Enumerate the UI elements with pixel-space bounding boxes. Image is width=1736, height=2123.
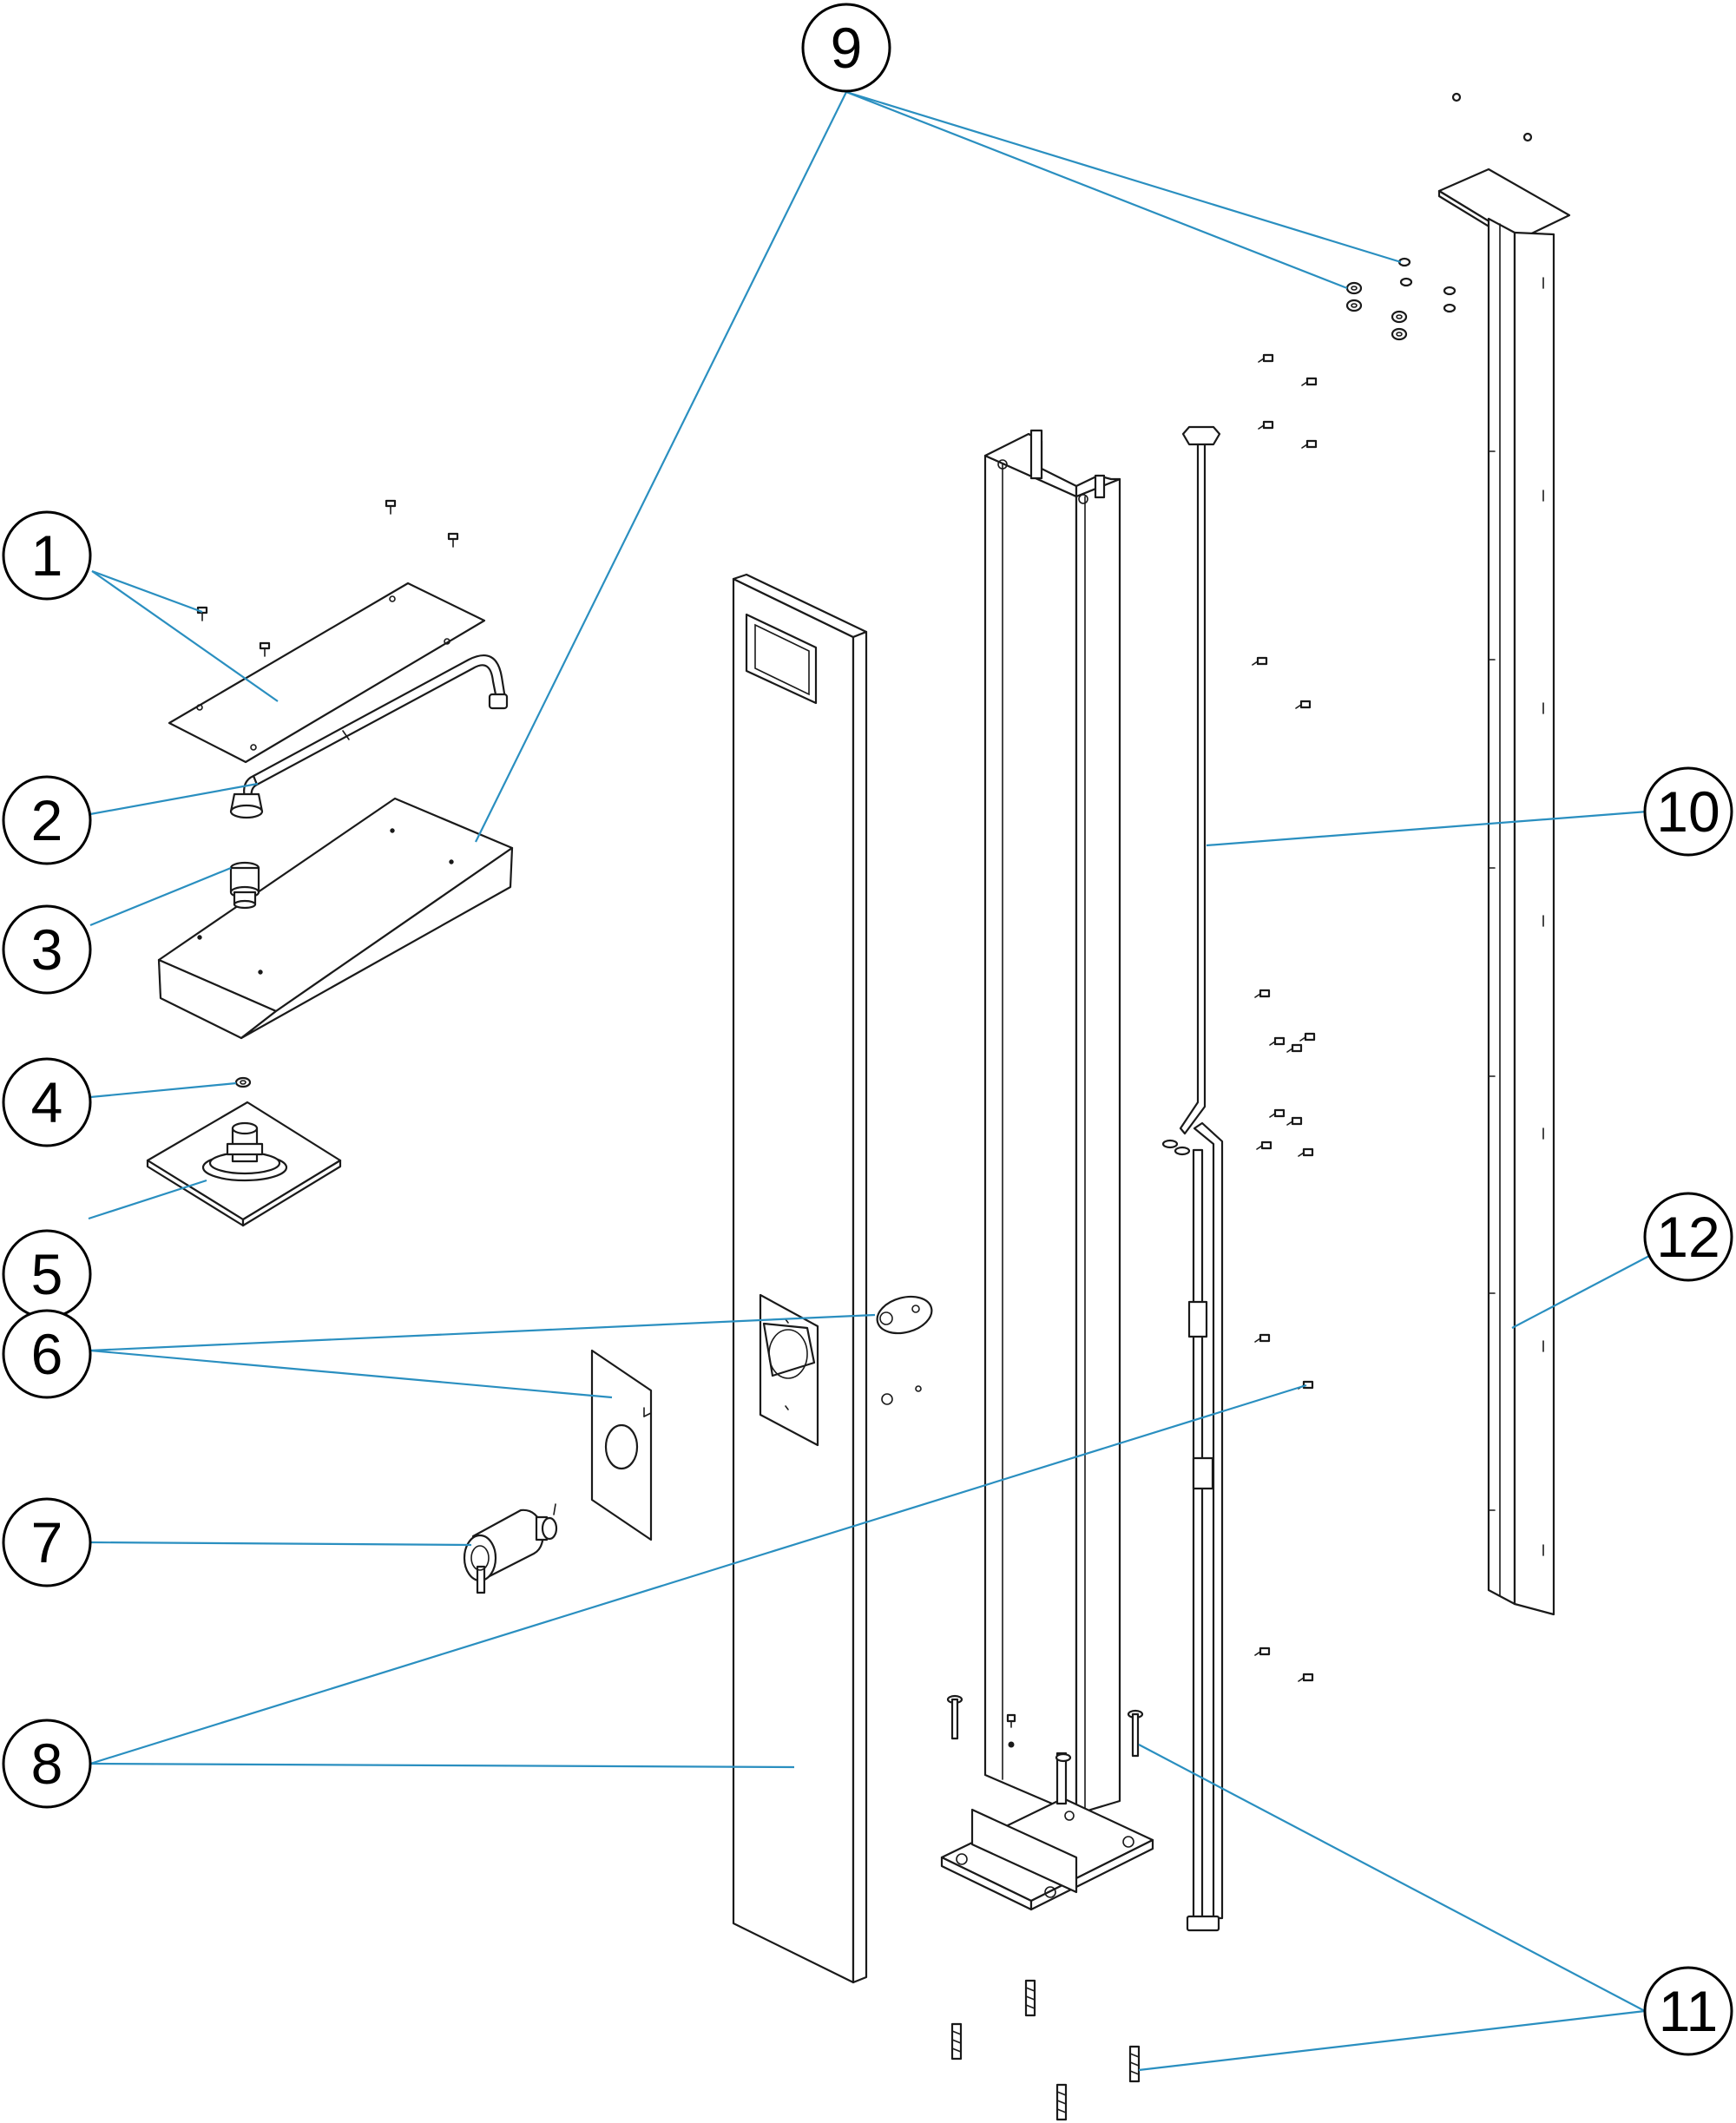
part-mixer-valve	[463, 1503, 558, 1594]
leader-9c	[845, 90, 1402, 264]
callout-label-10: 10	[1656, 779, 1720, 844]
part-rear-channel	[1437, 168, 1571, 1616]
leader-6b	[89, 1349, 613, 1399]
leader-6a	[89, 1313, 876, 1352]
part-cover-screws	[196, 499, 459, 657]
callout-label-11: 11	[1659, 1979, 1719, 2043]
leader-2	[89, 782, 259, 816]
callout-label-4: 4	[31, 1070, 63, 1134]
callout-label-3: 3	[31, 917, 63, 982]
part-shower-head-housing	[157, 797, 514, 1040]
callout-label-7: 7	[31, 1510, 63, 1574]
callout-label-6: 6	[31, 1322, 63, 1386]
part-head-connector	[229, 861, 260, 910]
part-square-escutcheon	[590, 1349, 653, 1541]
callout-3: 3	[2, 904, 92, 995]
callout-label-8: 8	[31, 1732, 63, 1796]
callout-label-1: 1	[31, 523, 63, 588]
callout-11: 11	[1643, 1966, 1733, 2056]
callout-1: 1	[2, 510, 92, 601]
callout-10: 10	[1643, 766, 1733, 857]
callout-2: 2	[2, 775, 92, 865]
callout-12: 12	[1643, 1192, 1733, 1282]
part-nuts-washers	[1345, 92, 1533, 341]
leader-1b	[91, 570, 279, 702]
leader-9b	[845, 90, 1348, 290]
callout-label-9: 9	[831, 16, 863, 80]
part-washer	[234, 1076, 252, 1088]
callout-8: 8	[2, 1719, 92, 1809]
leader-lines	[88, 90, 1650, 2072]
leader-8a	[89, 1384, 1307, 1765]
part-top-pipe	[229, 654, 509, 819]
callout-6: 6	[2, 1309, 92, 1399]
callout-4: 4	[2, 1057, 92, 1147]
leader-11b	[1138, 2009, 1646, 2072]
leader-10	[1206, 810, 1648, 847]
callout-label-2: 2	[31, 788, 63, 852]
leader-4	[89, 1081, 237, 1099]
callout-9: 9	[801, 3, 891, 93]
part-anchor-bolts	[946, 1694, 1144, 2121]
callout-label-5: 5	[31, 1242, 63, 1306]
leader-9a	[475, 91, 847, 843]
part-small-fasteners	[881, 1385, 922, 1405]
part-shower-head-plate	[146, 1101, 342, 1227]
leader-11a	[1138, 1744, 1646, 2012]
callout-7: 7	[2, 1497, 92, 1587]
part-front-panel	[732, 573, 868, 1984]
leader-12	[1511, 1255, 1650, 1329]
leader-1a	[91, 569, 203, 614]
leader-7	[89, 1541, 472, 1547]
callout-5: 5	[2, 1229, 92, 1319]
part-top-cover-plate	[168, 582, 486, 764]
part-oval-escutcheon	[876, 1295, 933, 1335]
callout-label-12: 12	[1656, 1205, 1720, 1269]
leader-5	[88, 1179, 207, 1220]
part-post-screws	[1006, 353, 1318, 1728]
part-internal-pipe	[1161, 425, 1224, 1932]
leader-8b	[89, 1762, 795, 1769]
leader-3	[89, 866, 232, 927]
part-central-post	[940, 429, 1154, 1911]
